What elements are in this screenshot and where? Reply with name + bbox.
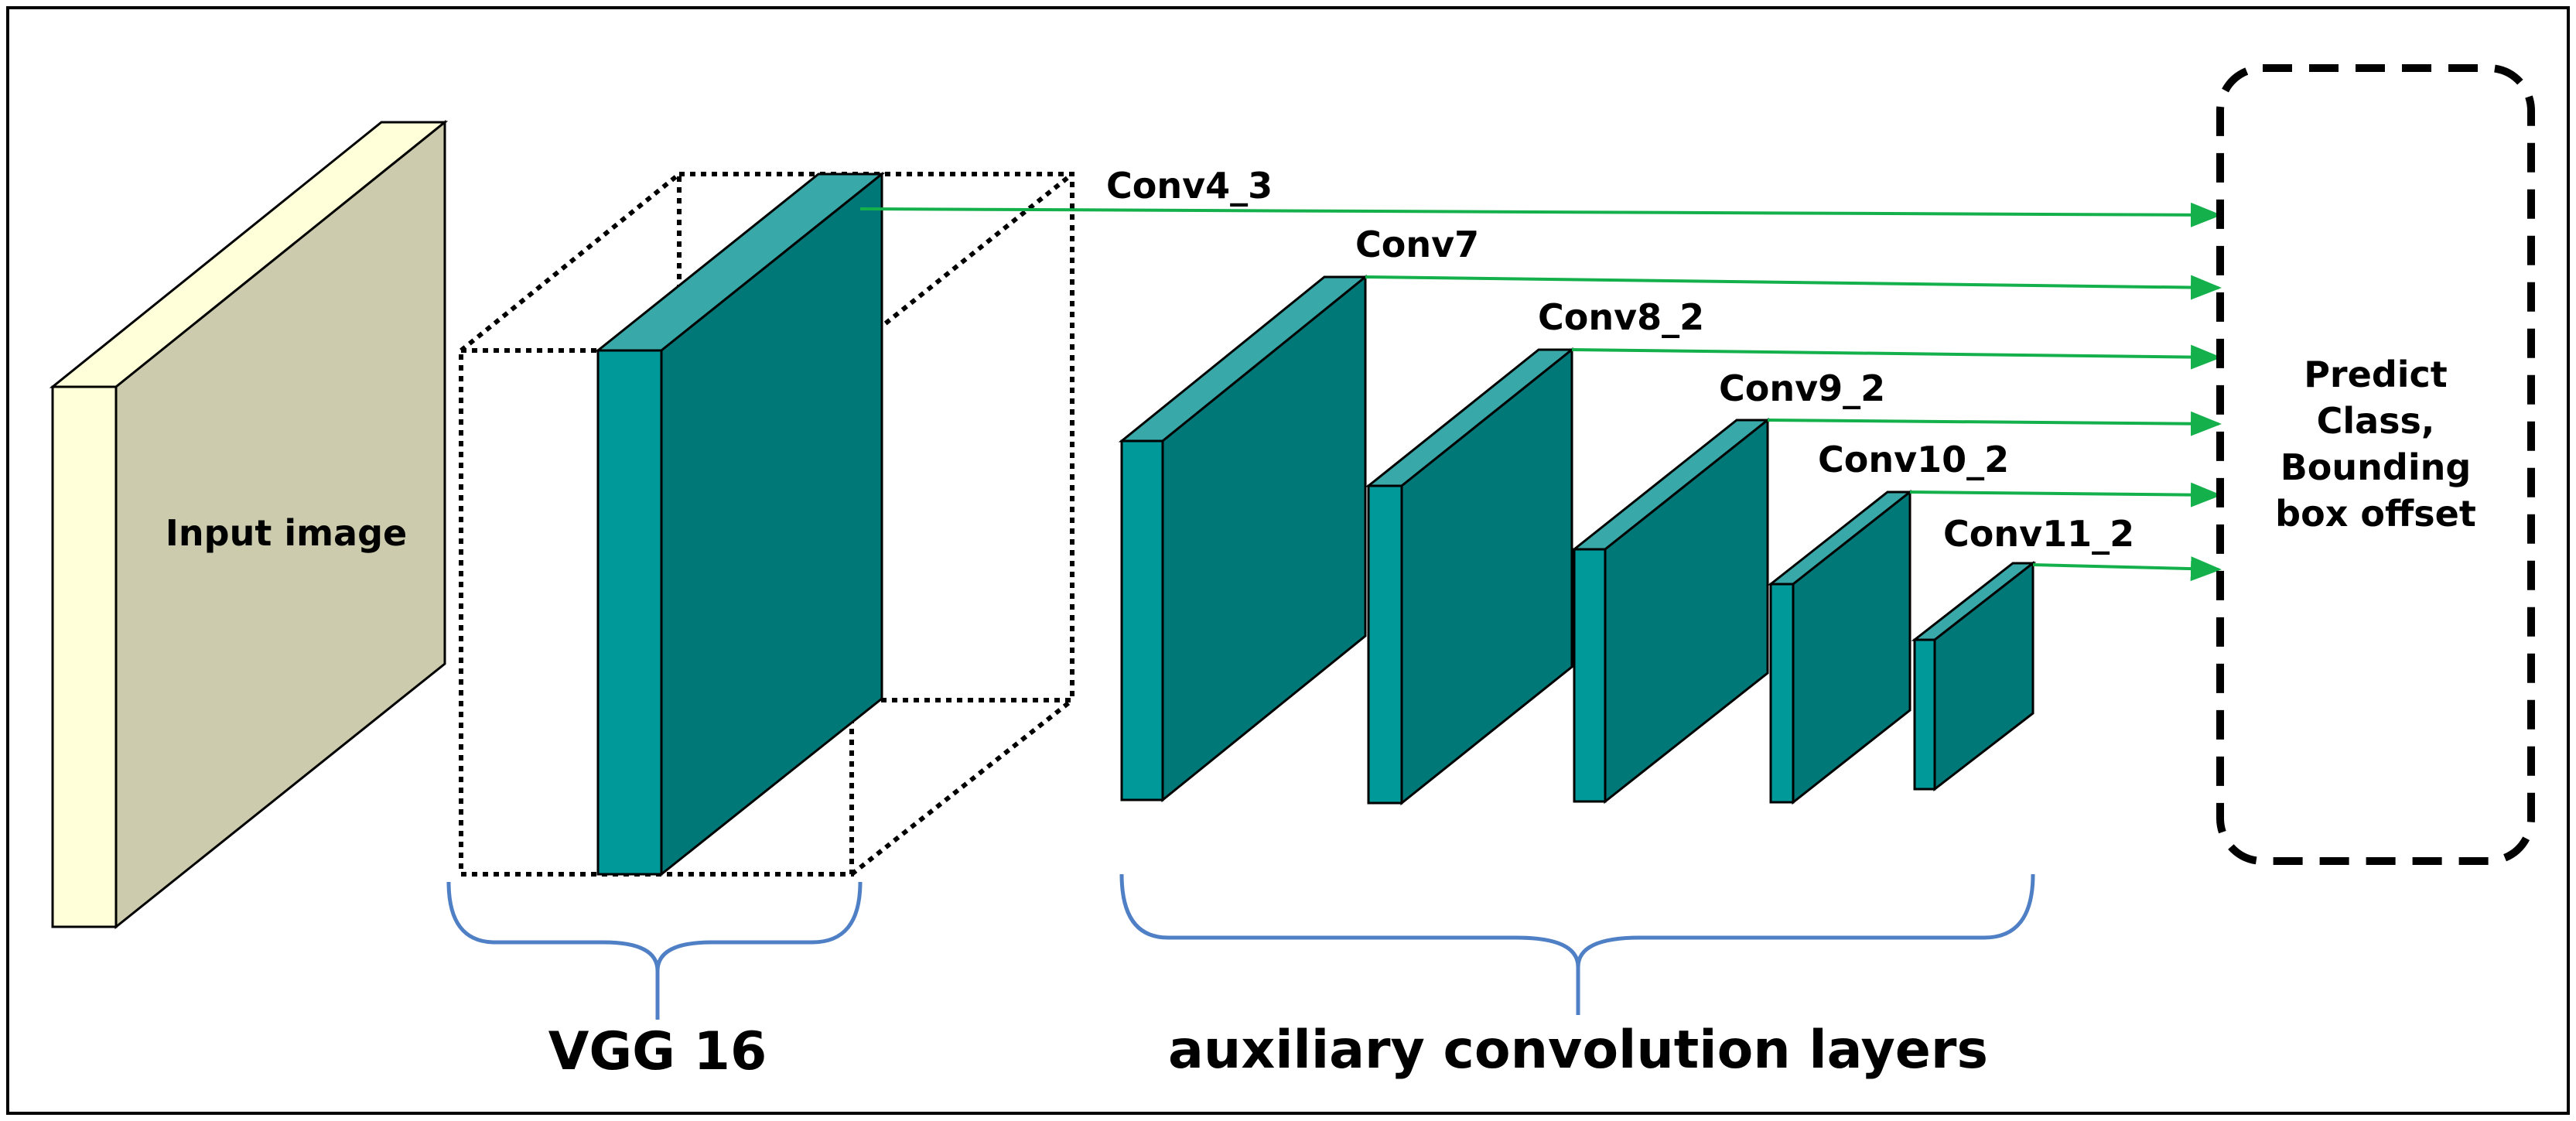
label-conv10-2: Conv10_2 (1818, 439, 2009, 480)
arrow-conv4-3 (859, 202, 2222, 227)
vgg-brace (446, 881, 863, 1020)
arrow-conv10-2 (1909, 482, 2222, 508)
conv10-2-block (1767, 489, 1914, 805)
aux-brace (1119, 873, 2035, 1015)
predict-line-4: box offset (2275, 493, 2476, 535)
prediction-text: Predict Class, Bounding box offset (2275, 354, 2476, 535)
input-image-block: Input image (49, 119, 449, 930)
predict-line-1: Predict (2304, 354, 2448, 395)
label-conv9-2: Conv9_2 (1719, 367, 1885, 409)
input-image-label: Input image (166, 512, 407, 554)
prediction-box (2216, 64, 2535, 865)
predict-line-3: Bounding (2280, 446, 2472, 488)
arrow-conv11-2 (2032, 556, 2222, 582)
conv7-block (1118, 274, 1369, 803)
vgg-conv4-3-block (594, 171, 886, 877)
conv11-2-block (1911, 560, 2037, 792)
auxiliary-layers-label: auxiliary convolution layers (1168, 1020, 1988, 1081)
arrow-conv8-2 (1571, 344, 2222, 370)
label-conv8-2: Conv8_2 (1538, 296, 1704, 338)
input-front-face (51, 385, 118, 928)
arrow-conv7 (1365, 275, 2222, 300)
vgg16-label: VGG 16 (548, 1021, 767, 1082)
predict-line-2: Class, (2317, 400, 2435, 442)
label-conv7: Conv7 (1355, 224, 1479, 265)
conv9-2-block (1570, 417, 1771, 805)
label-conv11-2: Conv11_2 (1943, 513, 2134, 555)
arrow-conv9-2 (1767, 411, 2222, 436)
conv8-2-block (1365, 347, 1576, 806)
label-conv4-3: Conv4_3 (1106, 165, 1273, 207)
feature-arrows (859, 202, 2222, 582)
vgg-block-front (596, 349, 663, 876)
